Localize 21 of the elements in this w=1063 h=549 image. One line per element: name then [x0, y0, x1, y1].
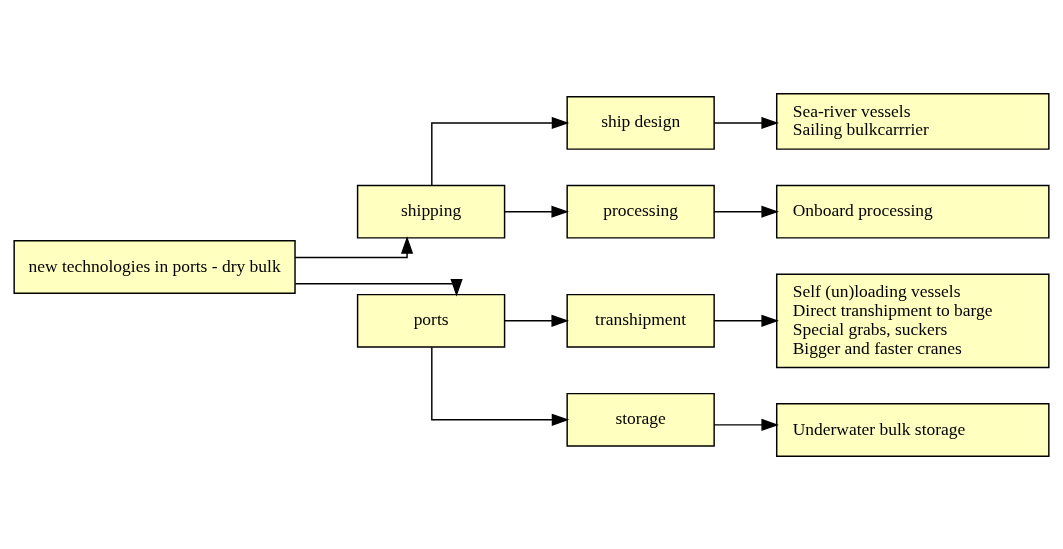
- node-box: Onboard processing: [776, 184, 1050, 239]
- node-box: ship design: [566, 95, 715, 150]
- arrow: [713, 314, 779, 327]
- node-box: Sea-river vessels Sailing bulkcarrrier: [776, 92, 1050, 150]
- node-box: transhipment: [566, 293, 715, 348]
- node-box: new technologies in ports - dry bulk: [13, 239, 296, 294]
- arrow: [713, 418, 779, 431]
- node-box: Underwater bulk storage: [776, 402, 1050, 457]
- node-box: shipping: [356, 184, 506, 239]
- arrow: [504, 205, 569, 218]
- node-box: Self (un)loading vessels Direct transhipment to barge Special grabs, suckers Bigger and faster cranes: [776, 273, 1050, 368]
- node-box: storage: [566, 392, 715, 447]
- arrow: [294, 278, 463, 296]
- arrow: [713, 205, 779, 218]
- arrow: [504, 314, 569, 327]
- node-box: processing: [566, 184, 715, 239]
- arrow: [713, 116, 779, 129]
- arrow: [294, 235, 414, 258]
- node-box: ports: [356, 293, 506, 348]
- arrow: [431, 346, 570, 426]
- arrow: [431, 116, 570, 186]
